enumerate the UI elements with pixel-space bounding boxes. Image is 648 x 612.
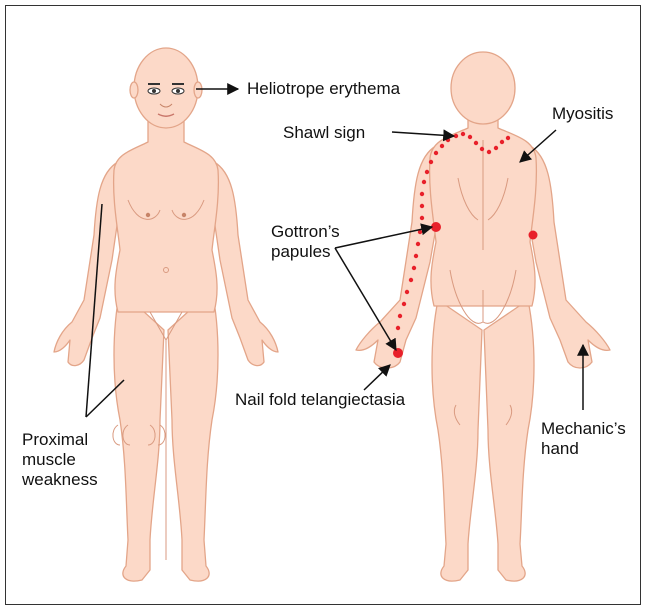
gottron-arrow-hand <box>335 248 396 350</box>
label-heliotrope-erythema: Heliotrope erythema <box>247 79 400 99</box>
label-nail-fold-telangiectasia: Nail fold telangiectasia <box>235 390 405 410</box>
nailfold-arrow <box>364 365 390 390</box>
label-shawl-sign: Shawl sign <box>283 123 365 143</box>
label-myositis: Myositis <box>552 104 613 124</box>
label-gottrons-papules: Gottron’s papules <box>271 222 340 262</box>
shawl-arrow <box>392 132 454 136</box>
label-mechanics-hand: Mechanic’s hand <box>541 419 626 459</box>
label-proximal-muscle-weakness: Proximal muscle weakness <box>22 430 98 490</box>
